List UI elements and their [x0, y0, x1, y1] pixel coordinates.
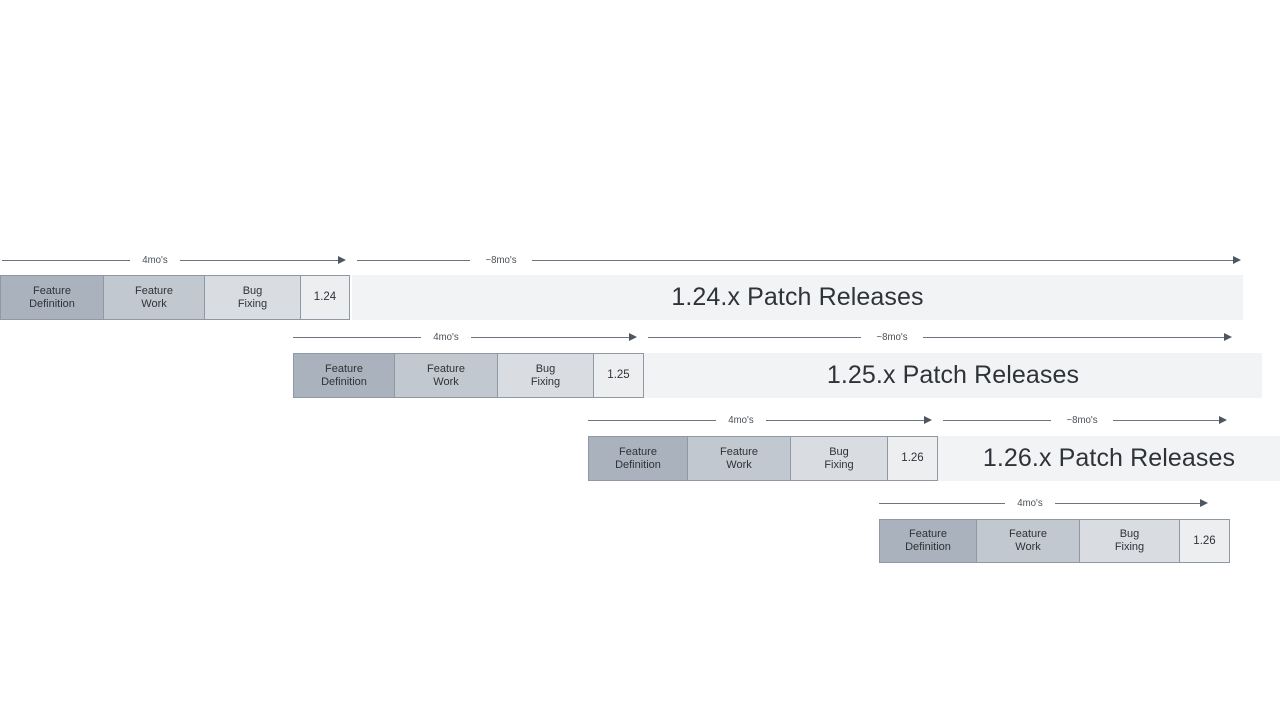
stage-feature-work-1-26-next[interactable]: Feature Work: [976, 519, 1080, 563]
stage-bug-fixing-1-26-next[interactable]: Bug Fixing: [1079, 519, 1180, 563]
arrowhead-icon: [924, 416, 932, 424]
develop-measure-label-1-24: 4mo's: [142, 254, 168, 266]
stage-feature-work-1-26[interactable]: Feature Work: [687, 436, 791, 481]
develop-measure-label-1-26-next: 4mo's: [1017, 497, 1043, 509]
patch-release-band-1-26: 1.26.x Patch Releases: [938, 436, 1280, 481]
stage-label-line-2: Fixing: [1114, 541, 1145, 553]
stage-bug-fixing-1-26[interactable]: Bug Fixing: [790, 436, 888, 481]
measure-line-left: [357, 260, 470, 261]
stage-label-line-2: Definition: [29, 297, 75, 310]
stage-label-line-1: Feature: [325, 362, 363, 375]
stage-feature-work-1-25[interactable]: Feature Work: [394, 353, 498, 398]
patch-measure-arrow-1-26: ~8mo's: [943, 412, 1234, 430]
patch-release-band-1-24: 1.24.x Patch Releases: [352, 275, 1243, 320]
patch-measure-arrow-1-25: ~8mo's: [648, 329, 1234, 347]
develop-measure-arrow-1-25: 4mo's: [293, 329, 638, 347]
stage-label-line-2: Work: [141, 297, 167, 310]
stage-track-1-25: Feature Definition Feature Work Bug Fixi…: [293, 353, 644, 398]
stage-label-line-1: Feature: [720, 445, 758, 458]
stage-track-1-26-next: Feature Definition Feature Work Bug Fixi…: [879, 519, 1230, 563]
patch-release-band-label-1-25: 1.25.x Patch Releases: [826, 361, 1080, 389]
stage-feature-definition-1-25[interactable]: Feature Definition: [293, 353, 395, 398]
stage-label-line-2: Definition: [615, 458, 661, 471]
patch-measure-label-1-26: ~8mo's: [1066, 414, 1098, 426]
stage-label-line-1: Feature: [1009, 528, 1047, 540]
stage-feature-work-1-24[interactable]: Feature Work: [103, 275, 205, 320]
version-label: 1.26: [901, 452, 924, 464]
stage-label-line-1: Bug: [829, 445, 849, 458]
patch-release-band-1-25: 1.25.x Patch Releases: [644, 353, 1262, 398]
stage-label-line-1: Bug: [535, 362, 556, 375]
measure-line-right: [532, 260, 1235, 261]
develop-measure-arrow-1-26: 4mo's: [588, 412, 933, 430]
patch-release-band-label-1-26: 1.26.x Patch Releases: [982, 444, 1236, 472]
measure-line-right: [471, 337, 630, 338]
arrowhead-icon: [1224, 333, 1232, 341]
measure-line-left: [943, 420, 1051, 421]
stage-label-line-1: Feature: [619, 445, 657, 458]
measure-line-right: [1055, 503, 1201, 504]
stage-label-line-2: Fixing: [530, 375, 561, 388]
measure-line-right: [180, 260, 339, 261]
stage-label-line-1: Feature: [427, 362, 465, 375]
measure-line-right: [766, 420, 925, 421]
develop-measure-arrow-1-26-next: 4mo's: [879, 495, 1209, 513]
measure-line-left: [588, 420, 716, 421]
stage-label-line-1: Feature: [909, 528, 947, 540]
stage-label-line-1: Bug: [242, 284, 263, 297]
arrowhead-icon: [1219, 416, 1227, 424]
patch-release-band-label-1-24: 1.24.x Patch Releases: [671, 283, 924, 311]
stage-feature-definition-1-24[interactable]: Feature Definition: [0, 275, 104, 320]
stage-feature-definition-1-26-next[interactable]: Feature Definition: [879, 519, 977, 563]
develop-measure-arrow-1-24: 4mo's: [2, 252, 347, 270]
stage-label-line-2: Work: [726, 458, 752, 471]
stage-bug-fixing-1-24[interactable]: Bug Fixing: [204, 275, 301, 320]
measure-line-left: [293, 337, 421, 338]
patch-measure-label-1-24: ~8mo's: [485, 254, 517, 266]
version-chip-1-25[interactable]: 1.25: [593, 353, 644, 398]
stage-label-line-2: Definition: [321, 375, 367, 388]
stage-label-line-1: Feature: [135, 284, 173, 297]
stage-label-line-2: Fixing: [237, 297, 268, 310]
measure-line-right: [1113, 420, 1221, 421]
version-chip-1-24[interactable]: 1.24: [300, 275, 350, 320]
stage-label-line-2: Work: [1015, 541, 1041, 553]
stage-feature-definition-1-26[interactable]: Feature Definition: [588, 436, 688, 481]
version-label: 1.25: [607, 369, 630, 381]
arrowhead-icon: [338, 256, 346, 264]
measure-line-left: [648, 337, 861, 338]
patch-measure-label-1-25: ~8mo's: [876, 331, 908, 343]
version-label: 1.24: [313, 291, 337, 303]
stage-label-line-2: Definition: [905, 541, 951, 553]
stage-label-line-1: Feature: [33, 284, 71, 297]
measure-line-left: [2, 260, 130, 261]
stage-label-line-1: Bug: [1119, 528, 1140, 540]
develop-measure-label-1-26: 4mo's: [728, 414, 754, 426]
arrowhead-icon: [629, 333, 637, 341]
stage-track-1-26: Feature Definition Feature Work Bug Fixi…: [588, 436, 938, 481]
measure-line-left: [879, 503, 1005, 504]
version-label: 1.26: [1193, 534, 1216, 547]
patch-measure-arrow-1-24: ~8mo's: [357, 252, 1243, 270]
develop-measure-label-1-25: 4mo's: [433, 331, 459, 343]
stage-bug-fixing-1-25[interactable]: Bug Fixing: [497, 353, 594, 398]
arrowhead-icon: [1200, 499, 1208, 507]
stage-track-1-24: Feature Definition Feature Work Bug Fixi…: [0, 275, 350, 320]
stage-label-line-2: Work: [433, 375, 459, 388]
stage-label-line-2: Fixing: [824, 458, 854, 471]
measure-line-right: [923, 337, 1226, 338]
version-chip-1-26-next[interactable]: 1.26: [1179, 519, 1230, 563]
arrowhead-icon: [1233, 256, 1241, 264]
version-chip-1-26[interactable]: 1.26: [887, 436, 938, 481]
